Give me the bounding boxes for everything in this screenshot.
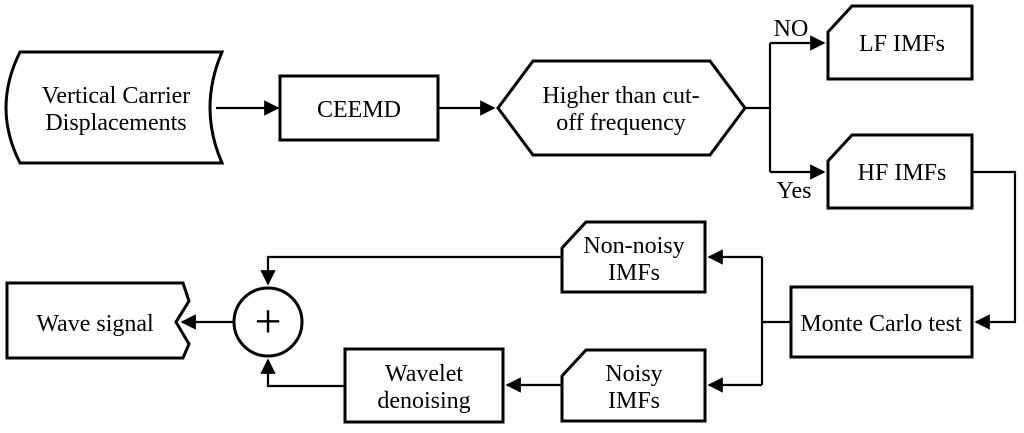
stored-data-shape bbox=[4, 50, 225, 165]
node-label: Non-noisy bbox=[583, 233, 684, 259]
edge-non-noisy-to-sum bbox=[260, 255, 562, 286]
hexagon-shape bbox=[496, 59, 747, 157]
sum-circle-shape bbox=[232, 286, 304, 358]
node-cutoff-decision: Higher than cut- off frequency bbox=[496, 59, 747, 157]
node-label: CEEMD bbox=[317, 97, 401, 123]
node-ceemd: CEEMD bbox=[278, 74, 440, 142]
connectors bbox=[180, 35, 1017, 393]
node-label: denoising bbox=[377, 388, 470, 414]
node-label: HF IMFs bbox=[858, 160, 947, 186]
process-shape bbox=[789, 285, 974, 359]
edge-wavelet-to-sum bbox=[260, 358, 345, 388]
node-label: Higher than cut- bbox=[542, 83, 699, 109]
branch-label-yes: Yes bbox=[777, 178, 812, 204]
process-shape bbox=[343, 347, 505, 424]
card-shape bbox=[560, 220, 707, 294]
node-non-noisy-imfs: Non-noisy IMFs bbox=[560, 220, 707, 294]
card-shape bbox=[560, 348, 707, 423]
node-label: LF IMFs bbox=[859, 31, 945, 57]
node-label: Noisy bbox=[605, 361, 662, 387]
node-label: IMFs bbox=[608, 388, 660, 414]
node-monte-carlo-test: Monte Carlo test bbox=[789, 285, 974, 359]
branch-label-no: NO bbox=[774, 16, 809, 42]
node-sum-junction: + bbox=[232, 286, 304, 358]
node-label: IMFs bbox=[608, 260, 660, 286]
node-vertical-carrier-displacements: Vertical Carrier Displacements bbox=[4, 50, 225, 165]
card-shape bbox=[826, 133, 974, 210]
process-shape bbox=[278, 74, 440, 142]
node-wavelet-denoising: Wavelet denoising bbox=[343, 347, 505, 424]
node-wave-signal: Wave signal bbox=[5, 281, 191, 360]
torn-edge-shape bbox=[5, 281, 191, 360]
node-hf-imfs: HF IMFs bbox=[826, 133, 974, 210]
node-lf-imfs: LF IMFs bbox=[826, 4, 974, 81]
node-label: Displacements bbox=[45, 110, 186, 136]
node-label: Wavelet bbox=[385, 361, 463, 387]
plus-icon: + bbox=[254, 295, 281, 348]
node-label: Vertical Carrier bbox=[42, 83, 191, 109]
card-shape bbox=[826, 4, 974, 81]
edge-hf-imfs-to-monte-carlo bbox=[972, 170, 1017, 330]
node-label: Wave signal bbox=[36, 311, 154, 337]
node-label: off frequency bbox=[556, 110, 686, 136]
node-label: Monte Carlo test bbox=[800, 311, 962, 337]
node-noisy-imfs: Noisy IMFs bbox=[560, 348, 707, 423]
